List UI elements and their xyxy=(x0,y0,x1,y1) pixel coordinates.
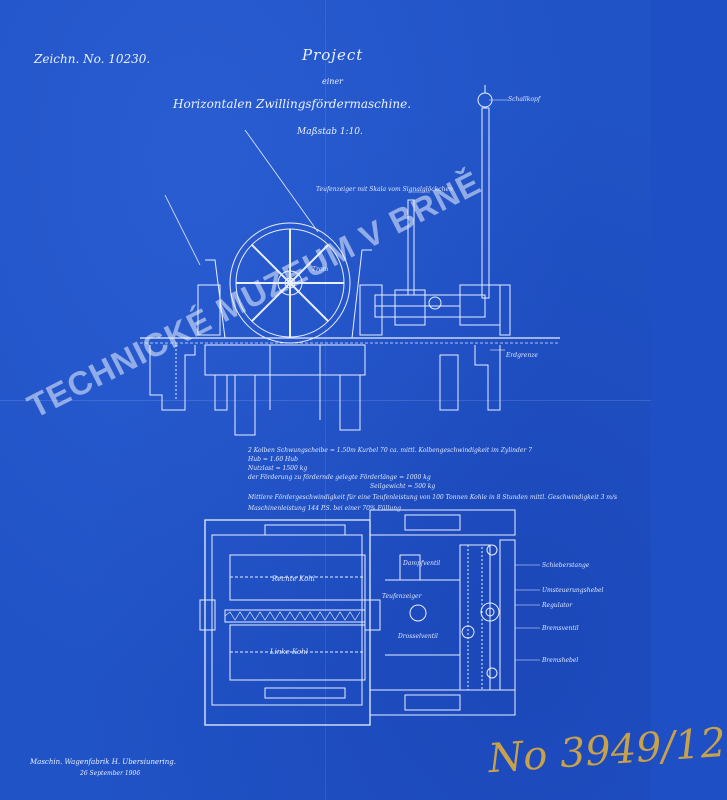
spec-line-3: Nutzlast = 1500 kg xyxy=(248,465,308,472)
label-drum: Trom xyxy=(312,266,329,273)
plan-label-drosselventil: Drosselventil xyxy=(398,633,438,640)
spec-line-5: Seilgewicht = 500 kg xyxy=(370,483,436,490)
title: Project xyxy=(302,46,364,64)
scale: Maßstab 1:10. xyxy=(297,127,363,137)
fold-line-vertical xyxy=(325,0,326,800)
technical-drawing xyxy=(140,85,560,726)
plan-label-left-drum: Linke Kohl xyxy=(270,648,309,656)
plan-label-teufenzeiger: Teufenzeiger xyxy=(382,593,422,600)
spec-line-6: Mittlere Fördergeschwindigkeit für eine … xyxy=(248,494,618,501)
spec-line-2: Hub = 1.60 Hub xyxy=(248,456,298,463)
label-ground: Erdgrenze xyxy=(506,352,538,359)
drawing-number: Zeichn. No. 10230. xyxy=(34,52,151,66)
plan-label-schieberstange: Schieberstange xyxy=(542,562,590,569)
label-top-note: Teufenzeiger mit Skala vom Signalglöckch… xyxy=(316,186,453,193)
spec-line-1: 2 Kolben Schwungscheibe = 1.50m Kurbel 7… xyxy=(248,447,533,454)
spec-line-7: Maschinenleistung 144 P.S. bei einer 70%… xyxy=(248,505,401,512)
subtitle-connector: einer xyxy=(322,77,344,86)
spec-line-4: der Förderung zu fördernde gelegte Förde… xyxy=(248,474,431,481)
plan-label-bremse: Bremsventil xyxy=(542,625,579,632)
label-schallkopf: Schallkopf xyxy=(508,96,541,103)
maker-line: Maschin. Wagenfabrik H. Ubersiunering. xyxy=(30,758,176,766)
plan-label-right-drum: Rechte Kohl xyxy=(272,575,316,583)
plan-label-dampfventil: Dampfventil xyxy=(403,560,441,567)
plan-label-umsteuerung: Umsteuerungshebel xyxy=(542,587,604,594)
plan-label-bremshebel: Bremshebel xyxy=(542,657,579,664)
fold-line-horizontal xyxy=(0,400,651,401)
plan-label-regulator: Regulator xyxy=(542,602,573,609)
date-line: 26 September 1906 xyxy=(80,770,141,777)
subtitle: Horizontalen Zwillingsfördermaschine. xyxy=(173,97,412,111)
